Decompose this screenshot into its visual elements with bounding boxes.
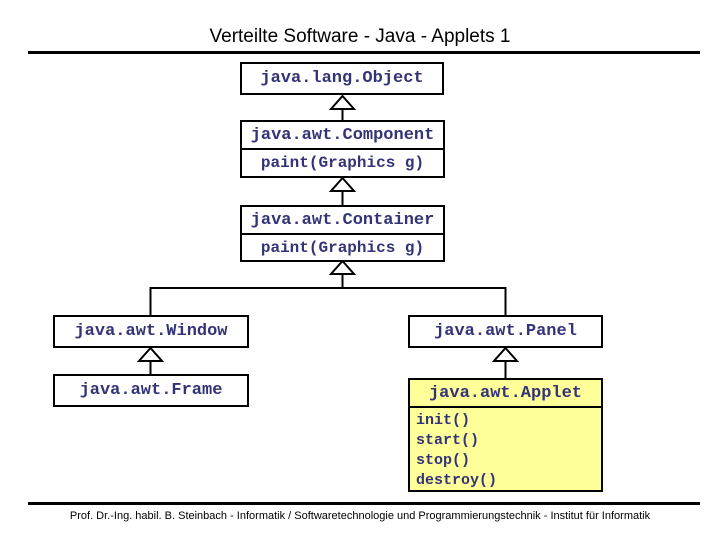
class-method: init() <box>416 412 471 429</box>
class-name: java.awt.Component <box>242 122 443 150</box>
inheritance-arrow-icon <box>149 259 507 316</box>
class-box-component: java.awt.Component paint(Graphics g) <box>240 120 445 178</box>
class-box-container: java.awt.Container paint(Graphics g) <box>240 205 445 262</box>
footer-text: Prof. Dr.-Ing. habil. B. Steinbach - Inf… <box>69 510 651 522</box>
class-name: java.awt.Window <box>74 322 228 341</box>
class-method: destroy() <box>416 472 498 489</box>
inheritance-arrow-icon <box>136 346 165 375</box>
inheritance-arrow-icon <box>328 94 357 121</box>
class-method: start() <box>416 432 480 449</box>
class-box-panel: java.awt.Panel <box>408 315 603 348</box>
applet-method-list: init() start() stop() destroy() <box>410 408 601 491</box>
class-box-window: java.awt.Window <box>53 315 249 348</box>
class-method: paint(Graphics g) <box>260 154 425 172</box>
class-method: paint(Graphics g) <box>260 239 425 257</box>
title-rule <box>28 51 700 54</box>
inheritance-arrow-icon <box>491 346 520 379</box>
footer-rule <box>28 502 700 505</box>
inheritance-arrow-icon <box>328 176 357 206</box>
page-title: Verteilte Software - Java - Applets 1 <box>209 26 511 47</box>
class-name: java.lang.Object <box>260 69 424 88</box>
class-method: stop() <box>416 452 471 469</box>
class-name: java.awt.Frame <box>79 381 223 400</box>
class-box-applet: java.awt.Applet init() start() stop() de… <box>408 378 603 492</box>
class-name: java.awt.Container <box>242 207 443 235</box>
class-box-object: java.lang.Object <box>240 62 444 95</box>
class-box-frame: java.awt.Frame <box>53 374 249 407</box>
class-name: java.awt.Applet <box>410 380 601 408</box>
class-name: java.awt.Panel <box>434 322 577 341</box>
